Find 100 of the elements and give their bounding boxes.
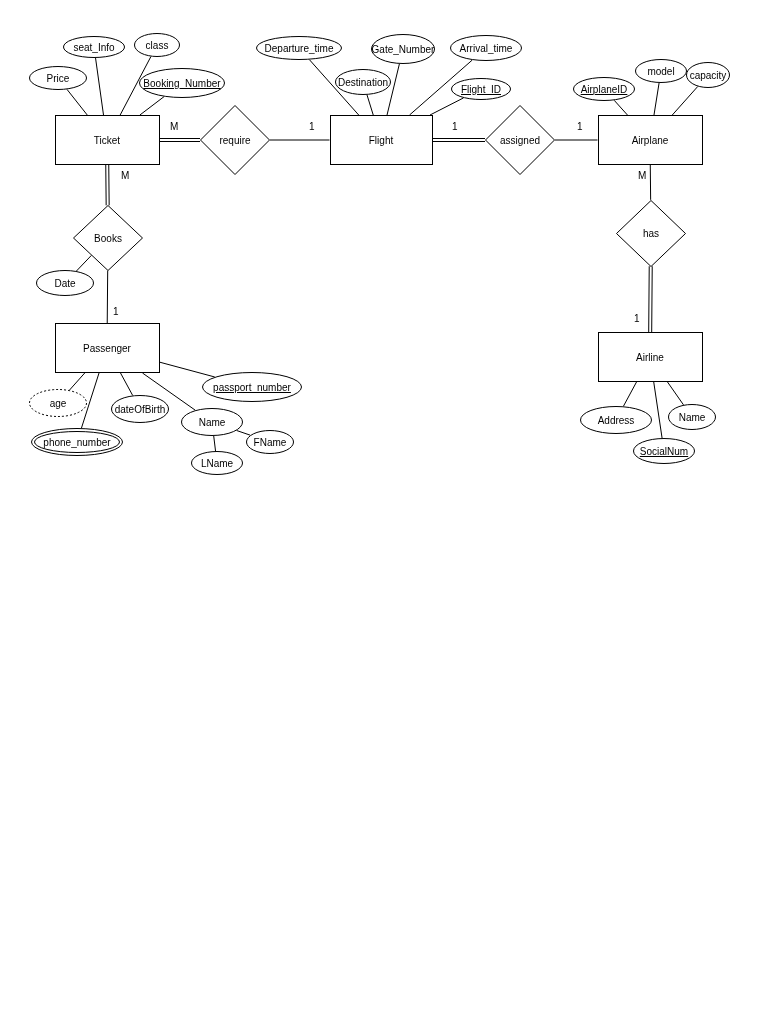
cardinality-label: 1 [633, 313, 641, 324]
attribute-ellipse [573, 77, 635, 101]
entity-name: Flight [368, 134, 394, 146]
key-attribute-name: AirplaneID [580, 83, 628, 95]
entity-name: Airline [636, 351, 664, 363]
attribute-name: seat_Info [73, 41, 115, 53]
connector-line [236, 430, 251, 436]
attribute-name: age [49, 397, 67, 409]
attribute-name: class [145, 39, 169, 51]
attribute-ellipse [29, 66, 87, 90]
cardinality-label: M [120, 170, 131, 181]
connector-line [366, 94, 374, 116]
attribute-ellipse [668, 404, 716, 430]
relationship-diamond [616, 199, 686, 267]
attribute-name: Name [678, 411, 706, 423]
connector-line [120, 372, 134, 396]
attribute-ellipse [191, 451, 243, 475]
attribute-ellipse [139, 68, 225, 98]
derived-attribute-ellipse [29, 389, 87, 417]
connector-line [409, 59, 473, 116]
attribute-ellipse [256, 36, 342, 60]
connector-line [269, 139, 330, 141]
relationship-name: Books [94, 232, 122, 244]
connector-line [613, 99, 628, 116]
connector-line [667, 381, 684, 406]
attribute-ellipse [686, 62, 730, 88]
cardinality-label: 1 [308, 121, 316, 132]
connector-line [554, 139, 598, 141]
attribute-ellipse [111, 395, 169, 423]
relationship-name: has [642, 227, 660, 239]
connector-line [68, 372, 86, 391]
attribute-name: phone_number [43, 436, 111, 448]
connector-line [141, 372, 196, 411]
cardinality-label: M [169, 121, 180, 132]
attribute-ellipse [181, 408, 243, 436]
cardinality-label: M [637, 170, 648, 181]
connector-line [106, 270, 109, 324]
double-connector-line [105, 164, 110, 206]
connector-line [386, 63, 400, 116]
attribute-ellipse [202, 372, 302, 402]
multivalued-attribute-ellipse [31, 428, 123, 456]
attribute-name: Price [46, 72, 70, 84]
attribute-name: LName [200, 457, 234, 469]
cardinality-label: 1 [451, 121, 459, 132]
entity-box [54, 323, 160, 373]
connector-line [213, 435, 217, 452]
connector-line [139, 96, 165, 116]
attribute-ellipse [450, 35, 522, 61]
attribute-name: Date [54, 277, 76, 289]
relationship-name: assigned [500, 134, 540, 146]
entity-box [597, 115, 703, 165]
relationship-diamond [200, 105, 270, 175]
attribute-name: dateOfBirth [114, 403, 166, 415]
connector-line [653, 381, 663, 439]
connector-line [66, 88, 88, 116]
attribute-ellipse [580, 406, 652, 434]
relationship-diamond [73, 205, 143, 271]
attribute-name: Arrival_time [459, 42, 513, 54]
attribute-name: Name [198, 416, 226, 428]
attribute-name: model [647, 65, 675, 77]
cardinality-label: 1 [576, 121, 584, 132]
attribute-name: Departure_time [264, 42, 334, 54]
connector-line [429, 97, 464, 116]
attribute-ellipse [246, 430, 294, 454]
attribute-ellipse [134, 33, 180, 57]
entity-box [54, 115, 160, 165]
double-connector-line [432, 138, 486, 142]
relationship-name: require [219, 134, 251, 146]
connector-line [159, 361, 216, 378]
connector-line [80, 372, 100, 429]
attribute-name: Address [597, 414, 635, 426]
attribute-ellipse [36, 270, 94, 296]
entity-box [329, 115, 433, 165]
attribute-name: Destination [338, 76, 388, 88]
attribute-ellipse [335, 69, 391, 95]
attribute-ellipse [63, 36, 125, 58]
attribute-name: FName [253, 436, 287, 448]
entity-name: Ticket [93, 134, 121, 146]
connector-line [622, 381, 637, 407]
relationship-diamond [485, 105, 555, 175]
entity-box [597, 332, 703, 382]
attribute-ellipse [371, 34, 435, 64]
attribute-ellipse [451, 78, 511, 100]
connector-line [119, 56, 152, 116]
connector-line [75, 254, 92, 272]
attribute-ellipse [633, 438, 695, 464]
key-attribute-name: Flight_ID [461, 83, 501, 95]
attribute-name: capacity [689, 69, 727, 81]
attribute-ellipse [635, 59, 687, 83]
entity-name: Passenger [83, 342, 131, 354]
double-connector-line [648, 265, 653, 333]
connector-line [308, 59, 360, 116]
entity-name: Airplane [631, 134, 669, 146]
key-attribute-name: Booking_Number [143, 77, 221, 89]
attribute-name: Gate_Number [371, 43, 435, 55]
double-connector-line [159, 138, 201, 142]
cardinality-label: 1 [112, 306, 120, 317]
connector-line [671, 86, 699, 116]
key-attribute-name: SocialNum [639, 445, 689, 457]
key-attribute-name: passport_number [213, 381, 291, 393]
